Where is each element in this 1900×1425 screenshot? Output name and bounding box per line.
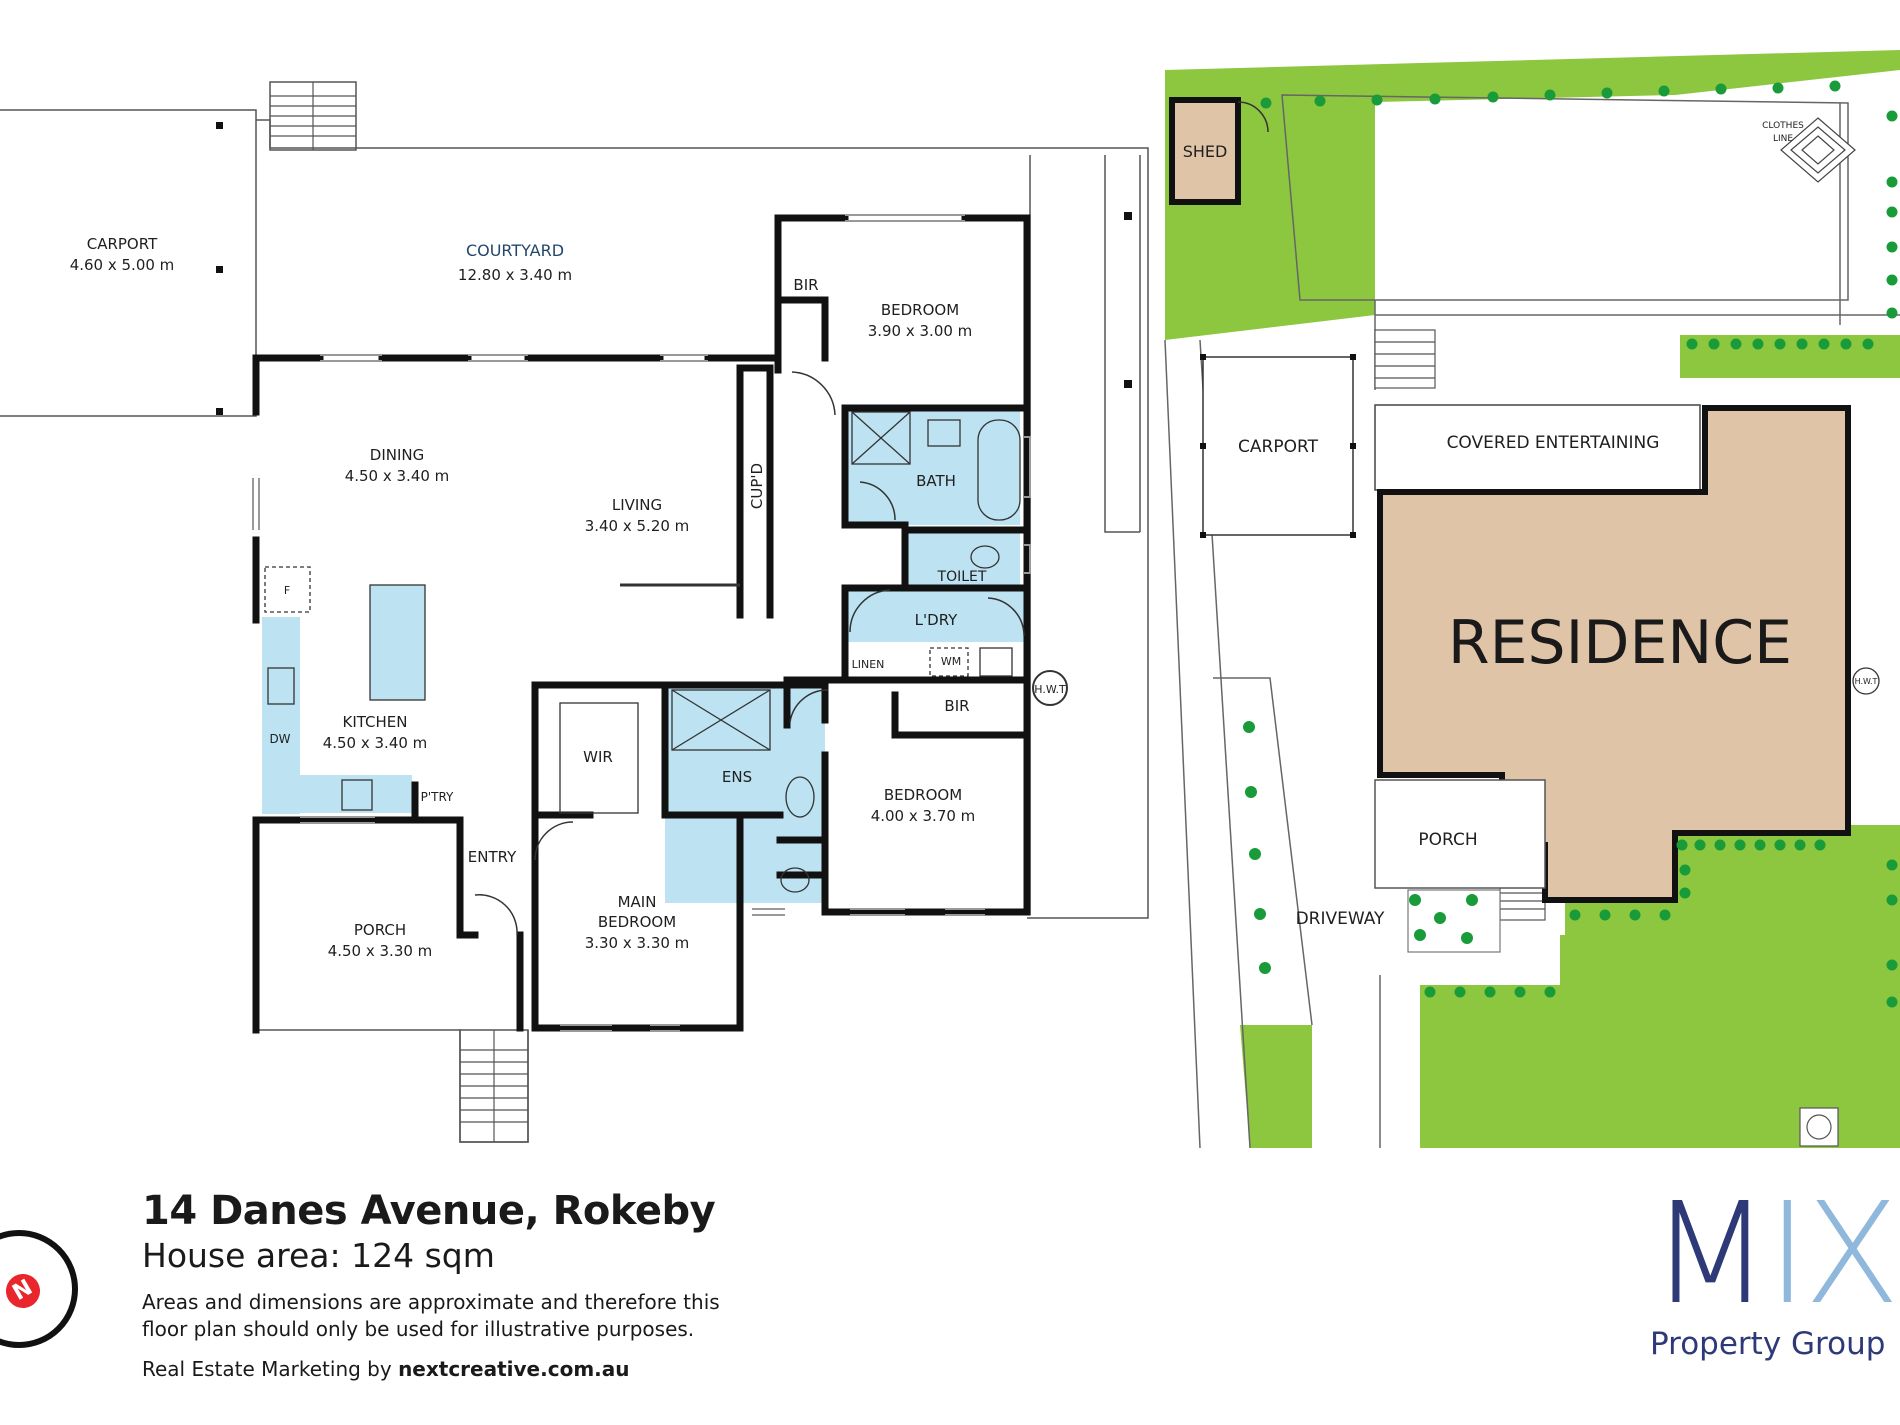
stairs bbox=[270, 82, 528, 1142]
fixtures bbox=[264, 411, 1068, 893]
label-shed: SHED bbox=[1183, 142, 1228, 161]
label-cupboard: CUP'D bbox=[748, 463, 766, 509]
marketing-site: nextcreative.com.au bbox=[398, 1357, 630, 1381]
floor-plan-left: CARPORT 4.60 x 5.00 m COURTYARD 12.80 x … bbox=[0, 81, 1149, 1143]
label-toilet: TOILET bbox=[937, 569, 987, 585]
label-main-bedroom-1: MAIN bbox=[618, 893, 657, 911]
site-labels: SHED CLOTHES LINE CARPORT COVERED ENTERT… bbox=[1183, 121, 1878, 929]
label-covered-entertaining: COVERED ENTERTAINING bbox=[1447, 433, 1660, 453]
brand-mark-text: MIX bbox=[1650, 1173, 1900, 1336]
label-bir-top: BIR bbox=[793, 276, 818, 294]
label-bedroom-3-dim: 4.00 x 3.70 m bbox=[871, 807, 976, 825]
label-dishwasher: DW bbox=[269, 732, 290, 746]
label-bath: BATH bbox=[916, 472, 956, 490]
label-entry: ENTRY bbox=[468, 848, 517, 866]
label-fridge: F bbox=[284, 584, 290, 597]
label-living-dim: 3.40 x 5.20 m bbox=[585, 517, 690, 535]
label-clothes-line-1: CLOTHES bbox=[1762, 121, 1804, 131]
label-driveway: DRIVEWAY bbox=[1296, 909, 1385, 929]
clothes-line-icon bbox=[1780, 117, 1856, 183]
brand-mark: MIX bbox=[1650, 1185, 1900, 1325]
label-carport: CARPORT bbox=[87, 235, 158, 253]
label-main-bedroom-2: BEDROOM bbox=[598, 913, 676, 931]
label-dining: DINING bbox=[370, 446, 424, 464]
shrubs bbox=[1243, 80, 1898, 1008]
label-hwt: H.W.T bbox=[1034, 683, 1066, 696]
shed bbox=[1169, 97, 1241, 205]
label-porch-dim: 4.50 x 3.30 m bbox=[328, 942, 433, 960]
label-kitchen-dim: 4.50 x 3.40 m bbox=[323, 734, 428, 752]
label-bedroom-3: BEDROOM bbox=[884, 786, 962, 804]
doors bbox=[474, 371, 1025, 936]
label-bedroom-2-dim: 3.90 x 3.00 m bbox=[868, 322, 973, 340]
floor-plan-labels: CARPORT 4.60 x 5.00 m COURTYARD 12.80 x … bbox=[70, 235, 1066, 960]
label-living: LIVING bbox=[612, 496, 662, 514]
lawns bbox=[1165, 50, 1900, 1148]
posts bbox=[216, 122, 1132, 415]
label-ensuite: ENS bbox=[722, 768, 752, 786]
brand-logo: MIX Property Group bbox=[1650, 1185, 1900, 1363]
disclaimer: Areas and dimensions are approximate and… bbox=[142, 1290, 720, 1341]
label-site-hwt: H.W.T bbox=[1855, 677, 1878, 686]
north-arrow-icon: N bbox=[0, 1267, 47, 1315]
site-stairs bbox=[1374, 329, 1546, 921]
marketing-credit: Real Estate Marketing by nextcreative.co… bbox=[142, 1357, 762, 1381]
label-wir: WIR bbox=[583, 748, 613, 766]
label-site-carport: CARPORT bbox=[1238, 437, 1319, 457]
label-wm: WM bbox=[941, 655, 961, 668]
label-clothes-line-2: LINE bbox=[1773, 134, 1793, 144]
brand-subtitle: Property Group bbox=[1650, 1326, 1886, 1362]
label-porch: PORCH bbox=[354, 921, 406, 939]
site-carport bbox=[1202, 356, 1354, 536]
label-bedroom-2: BEDROOM bbox=[881, 301, 959, 319]
label-main-bedroom-dim: 3.30 x 3.30 m bbox=[585, 934, 690, 952]
label-laundry: L'DRY bbox=[915, 611, 958, 629]
marketing-prefix: Real Estate Marketing by bbox=[142, 1357, 399, 1381]
outdoor-outlines bbox=[0, 81, 1149, 1143]
site-plan: SHED CLOTHES LINE CARPORT COVERED ENTERT… bbox=[1164, 50, 1900, 1149]
label-bir-bottom: BIR bbox=[944, 697, 969, 715]
site-porch bbox=[1374, 779, 1546, 889]
label-site-porch: PORCH bbox=[1418, 830, 1477, 850]
windows bbox=[252, 214, 1031, 1032]
house-area: House area: 124 sqm bbox=[142, 1236, 495, 1275]
label-dining-dim: 4.50 x 3.40 m bbox=[345, 467, 450, 485]
label-courtyard-dim: 12.80 x 3.40 m bbox=[458, 266, 572, 284]
property-address: 14 Danes Avenue, Rokeby bbox=[142, 1188, 716, 1234]
walls bbox=[252, 214, 1031, 1034]
label-linen: LINEN bbox=[852, 658, 885, 671]
label-courtyard: COURTYARD bbox=[466, 241, 564, 260]
label-residence: RESIDENCE bbox=[1448, 608, 1792, 678]
label-carport-dim: 4.60 x 5.00 m bbox=[70, 256, 175, 274]
label-kitchen: KITCHEN bbox=[343, 713, 408, 731]
footer: 14 Danes Avenue, Rokeby House area: 124 … bbox=[142, 1188, 762, 1381]
label-pantry: P'TRY bbox=[421, 790, 454, 804]
